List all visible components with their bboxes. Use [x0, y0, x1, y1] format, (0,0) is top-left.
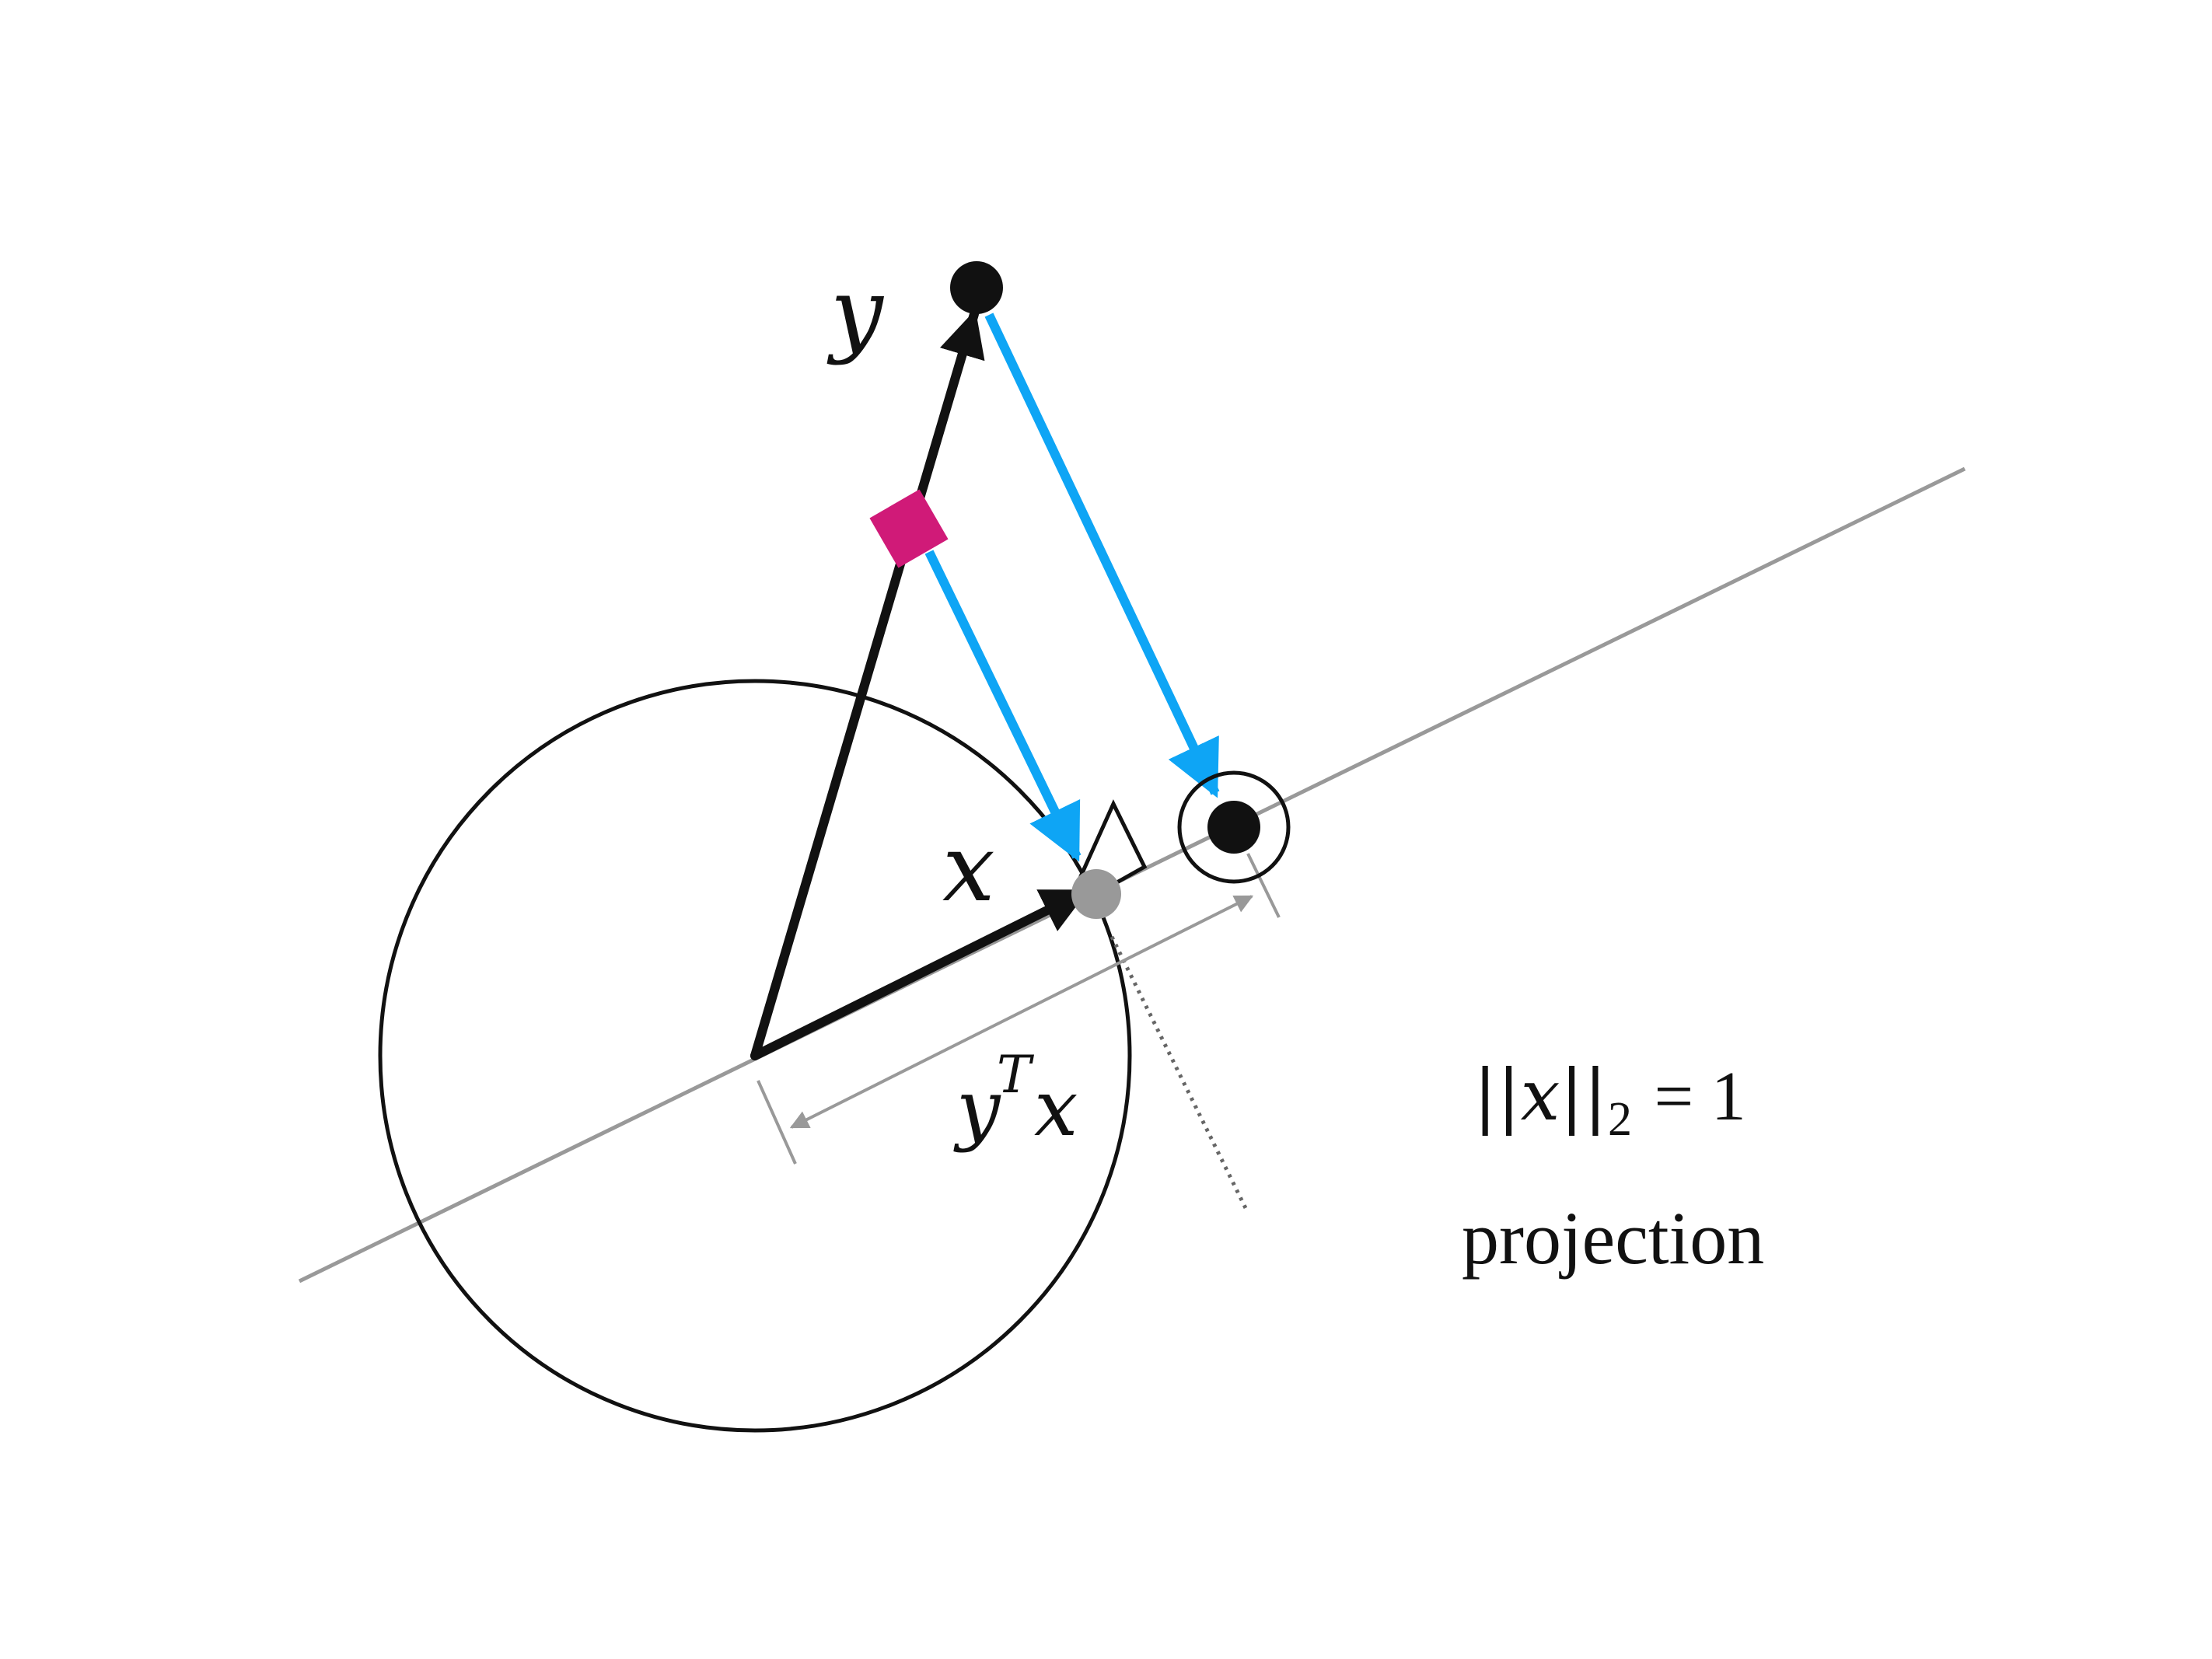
dimension-tick-start — [757, 1080, 797, 1165]
label-x: x — [942, 815, 995, 923]
label-y: y — [826, 259, 885, 367]
projection-arrow-y — [984, 313, 1220, 798]
projected-y-ring — [1177, 770, 1291, 884]
caption-projection: projection — [1462, 1196, 1764, 1280]
dimension-tick-end — [1246, 853, 1281, 918]
norm-constraint: ||x|| 2 = 1 — [1473, 1055, 1746, 1146]
projected-y-point — [1207, 801, 1260, 854]
label-ytx-base: y — [953, 1063, 1001, 1154]
label-ytx-var: x — [1034, 1063, 1078, 1154]
dimension-arrow — [789, 895, 1254, 1129]
label-ytx-sup: T — [997, 1045, 1035, 1105]
norm-lhs: ||x|| — [1473, 1055, 1607, 1137]
vector-x-arrow — [750, 887, 1089, 1060]
marker-square — [869, 489, 949, 568]
norm-rhs: = 1 — [1637, 1058, 1746, 1135]
tangent-dotted-line — [1109, 935, 1250, 1214]
vector-y-arrow — [750, 309, 985, 1060]
label-ytx: y T x — [953, 1045, 1078, 1154]
projection-arrow-marker — [924, 550, 1082, 862]
norm-subscript: 2 — [1608, 1093, 1632, 1146]
projected-point — [1071, 869, 1121, 919]
right-angle-marker — [1072, 799, 1148, 896]
y-endpoint — [950, 261, 1003, 314]
